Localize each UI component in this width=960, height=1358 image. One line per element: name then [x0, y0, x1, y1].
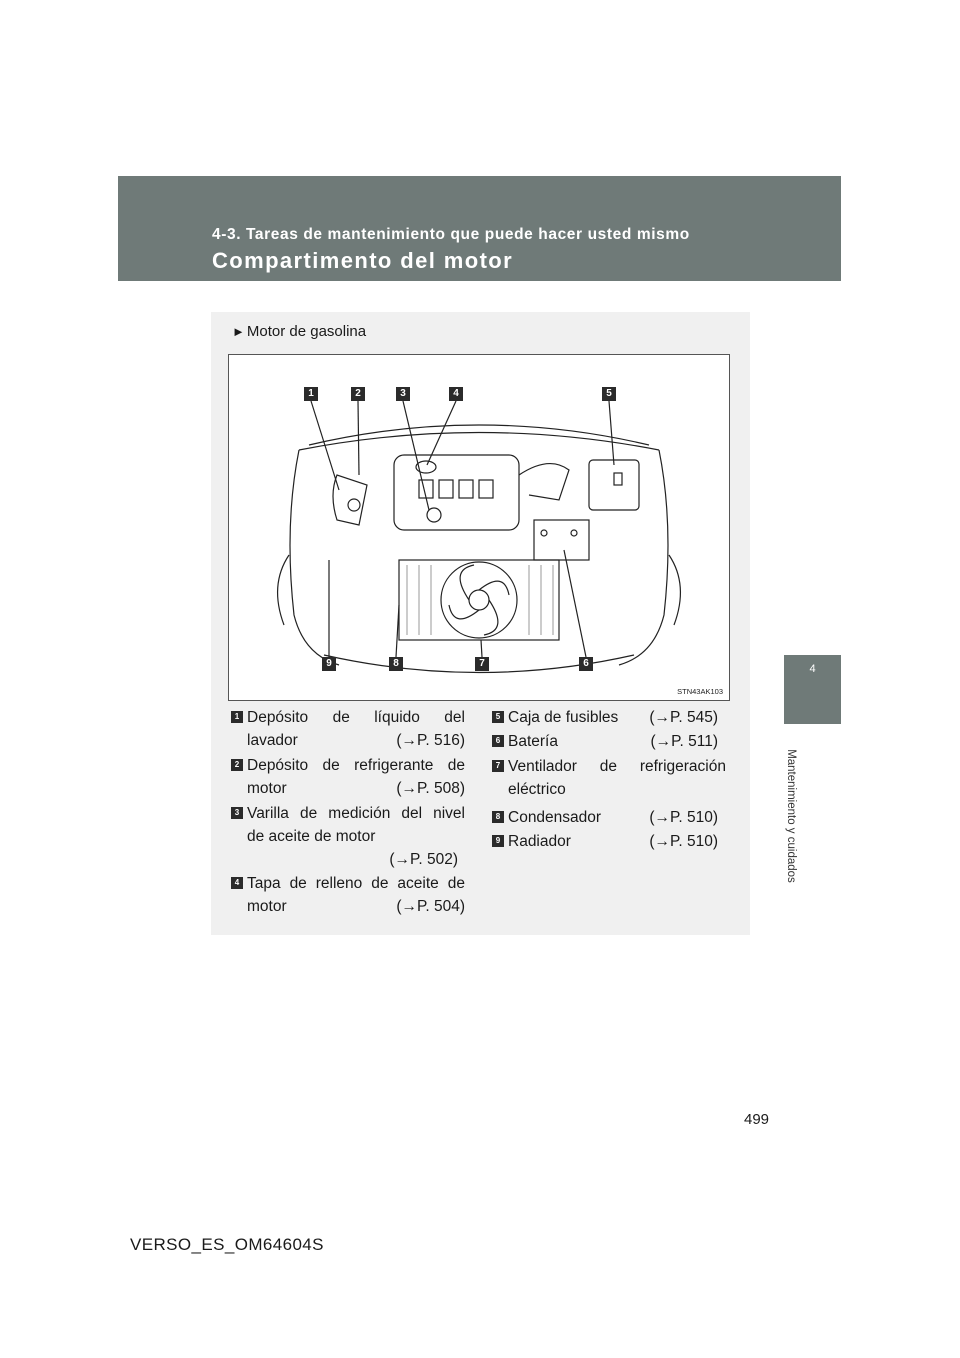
- callout-3: 3: [396, 387, 410, 401]
- item-number: 8: [492, 811, 504, 823]
- item-number: 9: [492, 835, 504, 847]
- chapter-number: 4: [809, 663, 816, 675]
- item-line: de aceite de motor: [247, 828, 376, 845]
- item-number: 7: [492, 760, 504, 772]
- list-item: 8 Condensador (→P. 510): [492, 806, 718, 829]
- list-item: 7 Ventilador de refrigeración eléctrico: [492, 755, 726, 801]
- callout-9: 9: [322, 657, 336, 671]
- list-item: 2 Depósito de refrigerante de motor (→P. …: [231, 754, 465, 800]
- item-line: Ventilador de refrigeración: [508, 758, 726, 775]
- page-reference: (→P. 545): [649, 709, 718, 726]
- list-item: 9 Radiador (→P. 510): [492, 830, 718, 853]
- callout-5: 5: [602, 387, 616, 401]
- engine-diagram: 1 2 3 4 5 9 8 7 6 STN43AK103: [228, 354, 730, 701]
- item-number: 3: [231, 807, 243, 819]
- item-line: Batería: [508, 733, 558, 750]
- item-line: eléctrico: [508, 781, 566, 798]
- list-item: 4 Tapa de relleno de aceite de motor (→P.…: [231, 872, 465, 918]
- item-number: 2: [231, 759, 243, 771]
- item-number: 1: [231, 711, 243, 723]
- callout-1: 1: [304, 387, 318, 401]
- list-item: 5 Caja de fusibles (→P. 545): [492, 706, 718, 729]
- item-line: Caja de fusibles: [508, 709, 619, 726]
- callout-6: 6: [579, 657, 593, 671]
- page-number: 499: [744, 1111, 770, 1128]
- callout-7: 7: [475, 657, 489, 671]
- list-item: 3 Varilla de medición del nivel de aceit…: [231, 802, 465, 871]
- page-reference: (→P. 504): [396, 898, 465, 915]
- list-item: 1 Depósito de líquido del lavador (→P. 51…: [231, 706, 465, 752]
- item-number: 4: [231, 877, 243, 889]
- header-band: [118, 176, 841, 281]
- item-line: lavador: [247, 732, 298, 749]
- page-reference: (→P. 510): [649, 833, 718, 850]
- item-line: motor: [247, 780, 287, 797]
- list-item: 6 Batería (→P. 511): [492, 730, 719, 753]
- callout-2: 2: [351, 387, 365, 401]
- section-label: 4-3. Tareas de mantenimiento que puede h…: [212, 226, 690, 243]
- page-reference: (→P. 511): [650, 733, 719, 750]
- item-line: Depósito de refrigerante de: [247, 757, 465, 774]
- chapter-tab[interactable]: 4: [784, 655, 841, 724]
- page-reference: (→P. 508): [396, 780, 465, 797]
- item-line: Tapa de relleno de aceite de: [247, 875, 465, 892]
- item-line: Depósito de líquido del: [247, 709, 465, 726]
- item-line: motor: [247, 898, 287, 915]
- chapter-label-wrap: Mantenimiento y cuidados: [771, 732, 811, 902]
- document-code: VERSO_ES_OM64604S: [130, 1235, 324, 1254]
- engine-illustration: [276, 400, 682, 674]
- diagram-code: STN43AK103: [677, 687, 723, 696]
- item-number: 6: [492, 735, 504, 747]
- page-reference: (→P. 516): [396, 732, 465, 749]
- page-reference: (→P. 502): [389, 851, 458, 868]
- triangle-bullet-icon: ►: [232, 324, 245, 339]
- callout-4: 4: [449, 387, 463, 401]
- page-title: Compartimento del motor: [212, 248, 514, 273]
- callout-8: 8: [389, 657, 403, 671]
- item-line: Condensador: [508, 809, 602, 826]
- item-line: Radiador: [508, 833, 571, 850]
- chapter-label: Mantenimiento y cuidados: [785, 749, 797, 883]
- subtitle-text: Motor de gasolina: [246, 323, 367, 340]
- subtitle: ►Motor de gasolina: [232, 323, 366, 340]
- item-line: Varilla de medición del nivel: [247, 805, 465, 822]
- page-reference: (→P. 510): [649, 809, 718, 826]
- item-number: 5: [492, 711, 504, 723]
